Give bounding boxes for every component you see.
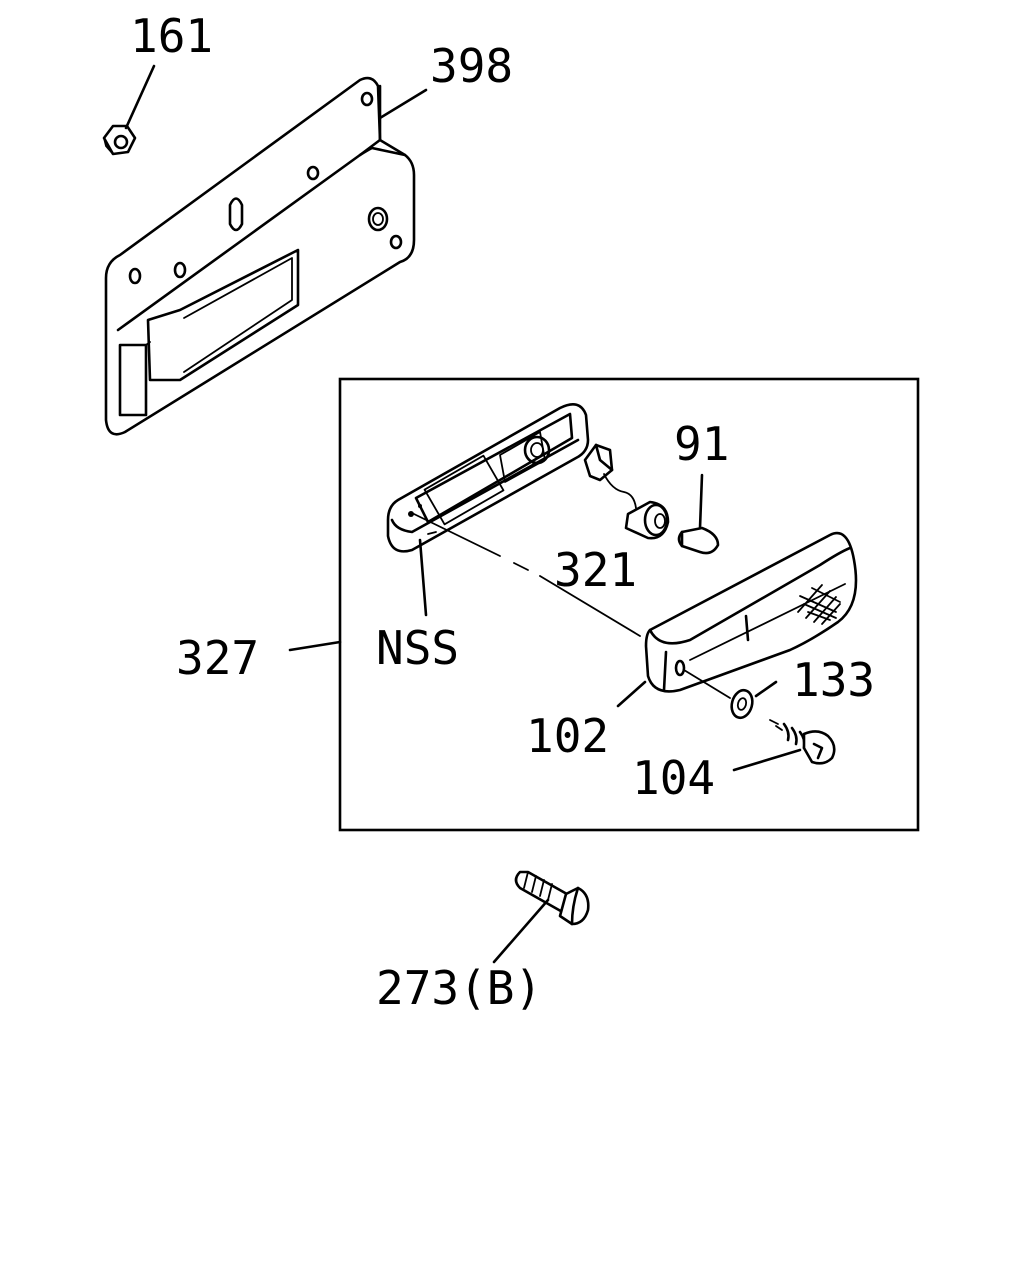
nut-161[interactable] [102,124,137,156]
leader-102 [616,680,647,708]
label-273b: 273(B) [376,961,542,1015]
leader-133 [754,680,778,698]
lamp-base-nss[interactable] [386,403,590,553]
leader-91 [698,473,704,530]
label-321: 321 [554,543,637,597]
leader-273b [492,898,550,964]
leader-nss [418,538,428,617]
label-91: 91 [674,417,729,471]
label-398: 398 [430,39,513,93]
label-327: 327 [176,631,259,685]
washer-133[interactable] [729,688,756,720]
label-104: 104 [632,751,715,805]
leader-161 [124,64,156,130]
leader-104 [732,748,802,772]
bolt-273b[interactable] [514,870,590,926]
screw-104[interactable] [769,719,836,765]
leader-398 [378,88,428,120]
lens-102[interactable] [644,531,858,693]
socket-321[interactable] [583,443,670,540]
alignment-dashline [413,513,641,637]
bracket-398[interactable] [104,76,416,436]
leader-327 [288,640,342,652]
label-161: 161 [130,9,213,63]
bulb-91[interactable] [677,526,720,555]
label-102: 102 [526,709,609,763]
label-nss: NSS [376,621,459,675]
assembly-box-327 [338,377,920,832]
label-133: 133 [792,653,875,707]
leader-lens-washer [683,669,731,699]
